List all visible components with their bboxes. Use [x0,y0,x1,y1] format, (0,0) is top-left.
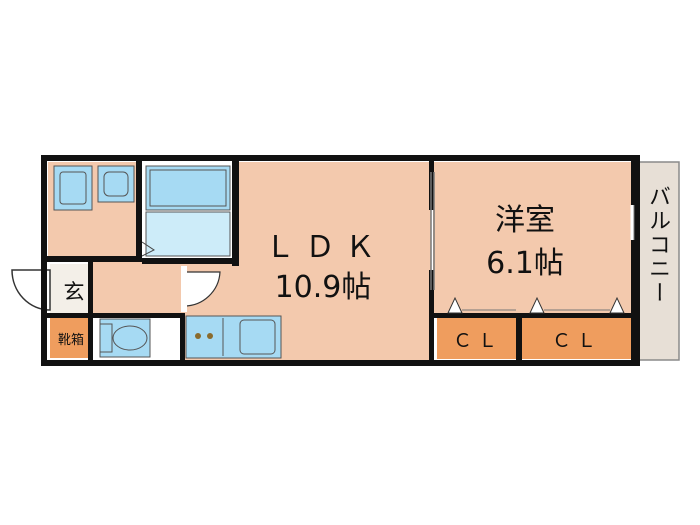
entrance-label: 玄 [63,280,85,304]
closet-doors [447,296,625,314]
closet-1 [437,317,516,359]
front-door [11,269,51,311]
stove-burner [195,333,201,339]
shoe-cabinet-label: 靴箱 [57,333,84,348]
ldk-size-label: 10.9帖 [274,270,372,305]
balcony-label: バルコニー [645,185,670,305]
western-room-label: 洋室 [495,203,555,238]
western-room-floor [433,162,634,314]
bathtub [145,165,231,211]
interior-walls [44,158,637,362]
western-room-size-label: 6.1帖 [486,246,564,281]
closet-1-label: ＣＬ [452,330,503,352]
closet-2 [522,317,631,359]
washing-machine [97,165,135,203]
kitchen-counter [185,315,282,359]
bath-floor [145,211,231,257]
ldk-label: ＬＤＫ [265,230,385,265]
stove-burner [207,333,213,339]
hall-floor [92,262,184,314]
shoe-cabinet [50,318,90,358]
entrance-floor [50,264,90,316]
closet-2-label: ＣＬ [551,330,602,352]
